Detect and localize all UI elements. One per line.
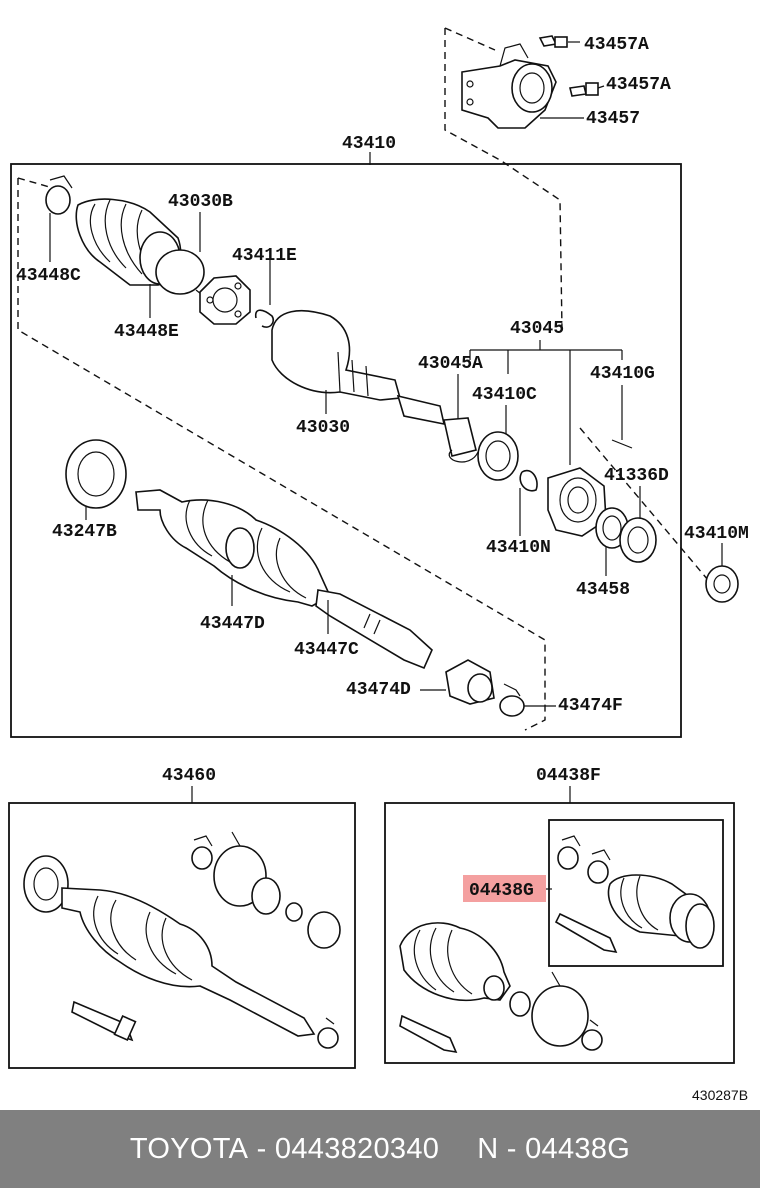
label-43045A: 43045A [418, 354, 483, 374]
label-43457A-lower: 43457A [606, 75, 671, 95]
label-04438G: 04438G [469, 881, 534, 901]
footer-suffix-value: 04438G [525, 1132, 631, 1165]
label-43410N: 43410N [486, 538, 551, 558]
label-43474D: 43474D [346, 680, 411, 700]
footer-separator: - [248, 1132, 275, 1165]
label-43458: 43458 [576, 580, 630, 600]
label-43410M: 43410M [684, 524, 749, 544]
label-43030: 43030 [296, 418, 350, 438]
part-number-footer: TOYOTA - 0443820340 N - 04438G [0, 1110, 760, 1188]
label-43410C: 43410C [472, 385, 537, 405]
clamp-43448C [45, 175, 73, 215]
kit-box-04438F [384, 802, 735, 1064]
diagram-reference-code: 430287B [692, 1087, 748, 1103]
label-43447D: 43447D [200, 614, 265, 634]
footer-brand: TOYOTA [129, 1132, 249, 1165]
highlight-04438G [463, 875, 546, 902]
label-41336D: 41336D [604, 466, 669, 486]
kit-box-04438G [548, 819, 724, 967]
label-43460: 43460 [162, 766, 216, 786]
kit-04438F-boot [399, 922, 603, 1054]
label-43448C: 43448C [16, 266, 81, 286]
footer-part-number: 0443820340 [274, 1132, 440, 1165]
shaft-43447C [315, 589, 433, 670]
bearing-race-43411E [199, 275, 251, 325]
label-43457A-upper: 43457A [584, 35, 649, 55]
outer-boot-43030B [75, 198, 182, 286]
assembly-box-43410 [10, 163, 682, 738]
label-43474F: 43474F [558, 696, 623, 716]
kit-43460-shaft-assembly [23, 855, 316, 1037]
footer-separator-2: - [498, 1132, 526, 1165]
label-43410G: 43410G [590, 364, 655, 384]
seal-43410M [705, 565, 739, 603]
kit-box-43460 [8, 802, 356, 1069]
label-43247B: 43247B [52, 522, 117, 542]
inner-joint-boot [135, 489, 332, 607]
bearing-housing-center [547, 467, 607, 537]
footer-suffix-label: N [477, 1132, 499, 1165]
damper-43474D [445, 659, 495, 705]
clamp-ring-43448E [155, 249, 207, 299]
label-43411E: 43411E [232, 246, 297, 266]
bracket-43457 [444, 27, 563, 331]
snap-ring-43410N [519, 469, 538, 492]
bearing-43410C [477, 431, 519, 481]
ring-43045A [443, 417, 479, 463]
parts-diagram: 43457A 43457A 43457 43410 43448C 43448E … [8, 27, 749, 1103]
label-43030B: 43030B [168, 192, 233, 212]
bolt-43457A-lower [569, 82, 605, 97]
kit-04438G-boot [554, 835, 715, 954]
label-43448E: 43448E [114, 322, 179, 342]
kit-43460-clamps [191, 831, 341, 1049]
dust-seal-43247B [65, 439, 127, 509]
label-04438F: 04438F [536, 766, 601, 786]
seal-41336D [619, 517, 657, 563]
label-43457: 43457 [586, 109, 640, 129]
clamp-43474F [499, 683, 525, 717]
label-43447C: 43447C [294, 640, 359, 660]
label-43410: 43410 [342, 134, 396, 154]
bolt-43457A-upper [538, 35, 580, 48]
label-43045: 43045 [510, 319, 564, 339]
snap-ring-small [254, 309, 275, 328]
shaft-segment [396, 394, 446, 426]
outer-joint-43030 [271, 309, 402, 401]
kit-43460-grease-tube [71, 1000, 137, 1042]
